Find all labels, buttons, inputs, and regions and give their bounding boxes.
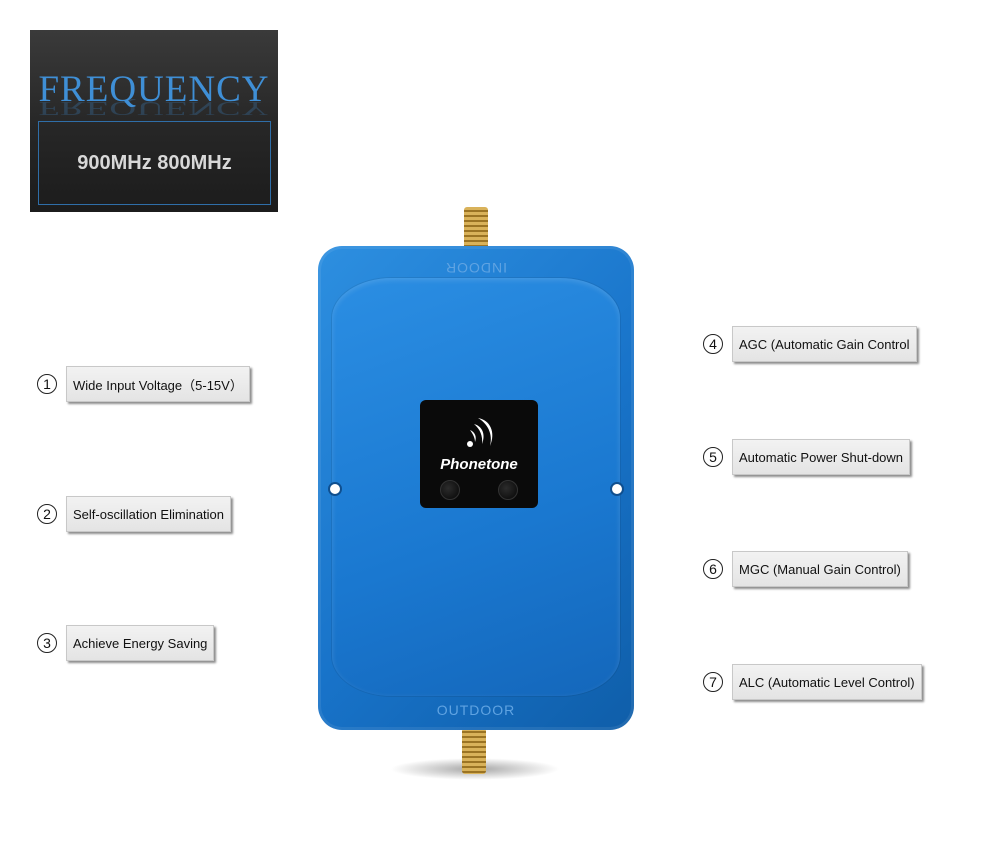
feature-label-1: Wide Input Voltage（5-15V） (66, 366, 250, 402)
feature-item-4: 4 AGC (Automatic Gain Control (703, 326, 917, 362)
feature-item-3: 3 Achieve Energy Saving (37, 625, 215, 661)
outdoor-label: OUTDOOR (436, 702, 516, 718)
right-mounting-hole (610, 482, 624, 496)
frequency-bands-box: 900MHz 800MHz (38, 121, 271, 205)
signal-booster-device: INDOOR OUTDOOR Phonetone (318, 246, 634, 730)
feature-label-7: ALC (Automatic Level Control) (732, 664, 922, 700)
feature-item-1: 1 Wide Input Voltage（5-15V） (37, 366, 250, 402)
feature-item-7: 7 ALC (Automatic Level Control) (703, 664, 922, 700)
feature-number-5: 5 (703, 447, 723, 467)
feature-number-6: 6 (703, 559, 723, 579)
feature-number-3: 3 (37, 633, 57, 653)
left-mounting-hole (328, 482, 342, 496)
frequency-title: FREQUENCY (38, 69, 270, 110)
feature-item-5: 5 Automatic Power Shut-down (703, 439, 911, 475)
indoor-label: INDOOR (445, 260, 507, 276)
logo-panel: Phonetone (420, 400, 538, 508)
feature-item-6: 6 MGC (Manual Gain Control) (703, 551, 908, 587)
feature-item-2: 2 Self-oscillation Elimination (37, 496, 232, 532)
status-led-2 (498, 480, 518, 500)
feature-number-7: 7 (703, 672, 723, 692)
feature-number-2: 2 (37, 504, 57, 524)
brand-name: Phonetone (440, 456, 518, 473)
feature-label-6: MGC (Manual Gain Control) (732, 551, 908, 587)
feature-label-5: Automatic Power Shut-down (732, 439, 911, 475)
feature-label-3: Achieve Energy Saving (66, 625, 215, 661)
feature-label-2: Self-oscillation Elimination (66, 496, 232, 532)
feature-label-4: AGC (Automatic Gain Control (732, 326, 917, 362)
phonetone-logo-icon (467, 418, 493, 447)
feature-number-1: 1 (37, 374, 57, 394)
frequency-title-reflection: FREQUENCY (38, 97, 270, 120)
indoor-antenna-connector (464, 207, 488, 253)
status-led-1 (440, 480, 460, 500)
frequency-bands-text: 900MHz 800MHz (77, 151, 232, 174)
feature-number-4: 4 (703, 334, 723, 354)
outdoor-antenna-connector (462, 728, 486, 774)
